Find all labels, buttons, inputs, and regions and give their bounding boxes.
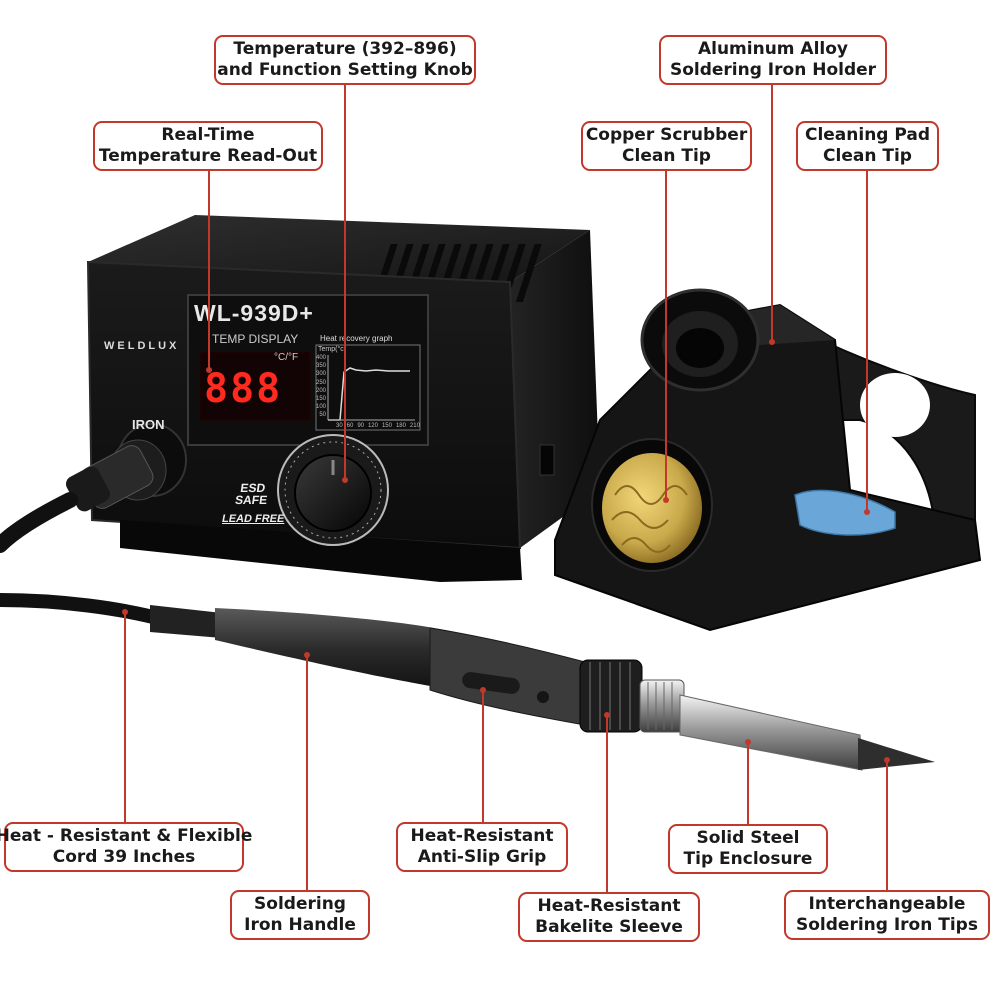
leader-dot <box>206 367 212 373</box>
graph-xtick: 120 <box>367 423 378 429</box>
callout-line: Heat - Resistant & Flexible <box>0 826 253 846</box>
callout-enclosure: Solid Steel Tip Enclosure <box>668 824 828 874</box>
callout-scrubber: Copper Scrubber Clean Tip <box>581 121 752 171</box>
callout-line: Real-Time <box>161 125 255 145</box>
safe-line: SAFE <box>234 493 269 507</box>
callout-line: Soldering Iron Tips <box>796 915 978 935</box>
esd-safe-badge: ESD SAFE <box>234 481 269 507</box>
leader-grip <box>482 690 484 822</box>
leader-handle <box>306 655 308 890</box>
callout-readout: Real-Time Temperature Read-Out <box>93 121 323 171</box>
callout-line: Anti-Slip Grip <box>417 847 547 867</box>
graph-ytick: 400 <box>315 355 326 361</box>
callout-line: Iron Handle <box>244 915 356 935</box>
callout-line: Clean Tip <box>622 146 711 166</box>
leader-dot <box>745 739 751 745</box>
callout-line: Clean Tip <box>823 146 912 166</box>
callout-line: Soldering Iron Holder <box>669 60 877 80</box>
leader-dot <box>122 609 128 615</box>
callout-line: Interchangeable <box>808 894 966 914</box>
temperature-readout: 888 <box>204 366 283 412</box>
callout-line: Cord 39 Inches <box>52 847 196 867</box>
leader-holder <box>771 84 773 342</box>
callout-line: Heat-Resistant <box>537 896 681 916</box>
callout-sleeve: Heat-Resistant Bakelite Sleeve <box>518 892 700 942</box>
callout-line: Bakelite Sleeve <box>535 917 683 937</box>
callout-handle: Soldering Iron Handle <box>230 890 370 940</box>
leader-knob <box>344 84 346 480</box>
graph-ytick: 250 <box>315 379 326 386</box>
graph-xtick: 90 <box>357 423 364 429</box>
graph-ytick: 50 <box>319 412 326 419</box>
callout-line: Heat-Resistant <box>410 826 554 846</box>
heat-recovery-graph <box>315 344 421 431</box>
display-units: °C/°F <box>274 352 299 363</box>
callout-pad: Cleaning Pad Clean Tip <box>796 121 939 171</box>
graph-ytick: 300 <box>315 371 326 378</box>
callout-line: Tip Enclosure <box>683 849 813 869</box>
iron-holder <box>554 288 982 632</box>
leader-pad <box>866 170 868 512</box>
callout-line: Cleaning Pad <box>804 125 931 145</box>
leader-dot <box>304 652 310 658</box>
soldering-station <box>66 215 600 582</box>
graph-xtick: 60 <box>346 423 354 429</box>
callout-line: Aluminum Alloy <box>697 39 849 59</box>
callout-knob: Temperature (392–896) and Function Setti… <box>214 35 476 85</box>
callout-holder: Aluminum Alloy Soldering Iron Holder <box>659 35 887 85</box>
graph-xtick: 30 <box>336 423 343 429</box>
leader-readout <box>208 170 210 370</box>
display-panel-label: TEMP DISPLAY <box>212 332 299 346</box>
callout-cord: Heat - Resistant & Flexible Cord 39 Inch… <box>0 822 252 872</box>
leader-tips <box>886 760 888 890</box>
graph-title: Heat recovery graph <box>320 334 393 343</box>
temperature-knob <box>277 434 389 546</box>
graph-yticks: 400 350 300 250 200 150 100 50 <box>304 354 326 420</box>
leader-scrubber <box>665 170 667 500</box>
bakelite-sleeve <box>579 659 643 733</box>
graph-ytick: 350 <box>315 363 326 370</box>
graph-ylabel: Temp(°c) <box>318 346 347 353</box>
graph-xtick: 180 <box>395 423 406 429</box>
iron-port-label: IRON <box>132 417 165 432</box>
soldering-iron <box>0 593 935 771</box>
graph-ytick: 200 <box>315 387 326 394</box>
callout-tips: Interchangeable Soldering Iron Tips <box>784 890 990 940</box>
iron-cord <box>0 593 172 627</box>
leader-dot <box>864 509 870 515</box>
callout-line: Copper Scrubber <box>585 125 748 145</box>
display-model: WL-939D+ <box>194 300 314 326</box>
leader-dot <box>769 339 775 345</box>
leader-dot <box>663 497 669 503</box>
leader-enclosure <box>747 742 749 824</box>
graph-ytick: 100 <box>315 404 326 411</box>
leader-dot <box>342 477 348 483</box>
graph-xtick: 150 <box>381 423 392 429</box>
callout-line: Soldering <box>254 894 346 914</box>
callout-line: Temperature (392–896) <box>233 39 457 59</box>
leader-cord <box>124 612 126 822</box>
callout-line: Solid Steel <box>696 828 800 848</box>
iron-port <box>66 423 187 512</box>
leader-sleeve <box>606 715 608 893</box>
leader-dot <box>480 687 486 693</box>
leader-dot <box>604 712 610 718</box>
graph-xticks: 30 60 90 120 150 180 210 <box>336 423 420 429</box>
brand-logo: WELDLUX <box>104 340 180 352</box>
callout-grip: Heat-Resistant Anti-Slip Grip <box>396 822 568 872</box>
graph-xtick: 210 <box>409 423 420 429</box>
leader-dot <box>884 757 890 763</box>
lead-free-label: LEAD FREE <box>222 513 285 525</box>
callout-line: and Function Setting Knob <box>217 60 473 80</box>
graph-ytick: 150 <box>315 396 326 403</box>
station-cord <box>0 492 78 553</box>
callout-line: Temperature Read-Out <box>98 146 318 166</box>
